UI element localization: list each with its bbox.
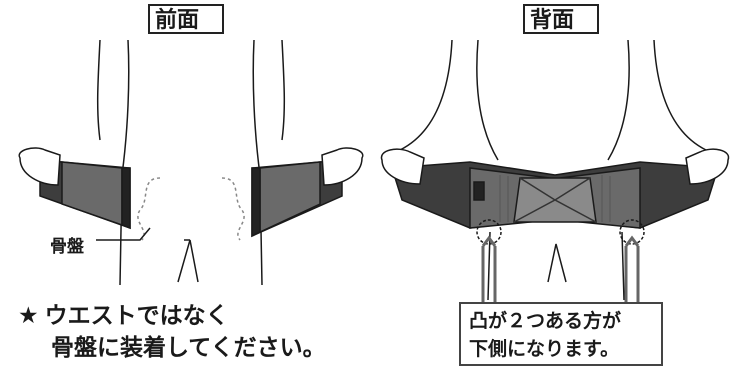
front-body-outline-right	[252, 39, 286, 286]
callout-arrow-left	[481, 235, 497, 308]
bump-marker-right	[619, 219, 645, 245]
bump-marker-left	[476, 219, 502, 245]
callout-arrow-right	[624, 235, 640, 308]
front-legs	[177, 239, 199, 283]
back-lower-outline	[487, 231, 625, 301]
back-hand-left	[380, 148, 425, 185]
star-icon: ★	[18, 303, 39, 329]
front-view	[96, 39, 286, 286]
back-label: 背面	[523, 4, 599, 34]
back-arm-right	[607, 39, 707, 161]
pelvis-label: 骨盤	[50, 237, 84, 257]
callout-line-2: 下側になります。	[469, 338, 620, 360]
front-label: 前面	[148, 4, 224, 34]
note-line-2: 骨盤に装着してください。	[51, 335, 326, 361]
front-hand-left	[18, 147, 61, 186]
back-hand-right	[685, 148, 730, 185]
back-belt	[380, 148, 730, 229]
front-body-outline-left	[96, 39, 130, 286]
front-belt-right	[251, 147, 364, 238]
pelvis-curve-right	[221, 177, 245, 241]
back-legs	[547, 243, 567, 283]
pelvis-pointer	[96, 227, 151, 241]
front-hand-right	[321, 147, 364, 186]
callout-line-1: 凸が２つある方が	[469, 310, 622, 332]
fitting-note: ★ウエストではなく 骨盤に装着してください。	[18, 300, 326, 364]
back-arm-left	[399, 39, 499, 161]
orientation-callout: 凸が２つある方が 下側になります。	[459, 302, 663, 366]
back-buckle	[473, 181, 485, 201]
pelvis-curve-left	[137, 177, 161, 241]
front-belt-left	[18, 147, 131, 230]
note-line-1: ウエストではなく	[44, 303, 229, 329]
